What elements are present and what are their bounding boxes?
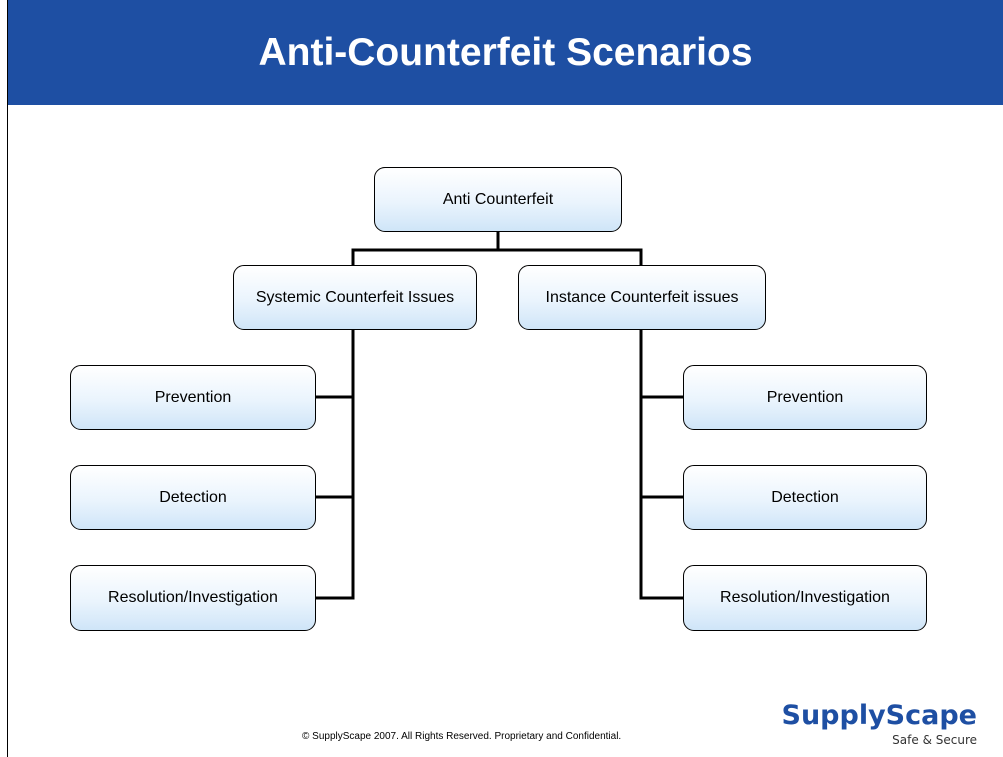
- node-instance-counterfeit-issues: Instance Counterfeit issues: [518, 265, 766, 330]
- node-label: Resolution/Investigation: [108, 589, 278, 606]
- node-label: Resolution/Investigation: [720, 589, 890, 606]
- supplyscape-logo: SupplyScape Safe & Secure: [782, 700, 990, 752]
- node-label: Detection: [159, 488, 227, 506]
- node-instance-resolution-investigation: Resolution/Investigation: [683, 565, 927, 631]
- node-systemic-counterfeit-issues: Systemic Counterfeit Issues: [233, 265, 477, 330]
- node-label: Detection: [771, 488, 839, 506]
- title-banner: Anti-Counterfeit Scenarios: [8, 0, 1003, 105]
- slide-title: Anti-Counterfeit Scenarios: [258, 30, 753, 74]
- node-label: Prevention: [154, 388, 232, 406]
- node-systemic-prevention: Prevention: [70, 365, 316, 430]
- copyright-notice: © SupplyScape 2007. All Rights Reserved.…: [302, 731, 622, 742]
- node-label: Prevention: [766, 388, 844, 406]
- node-label: Anti Counterfeit: [442, 190, 554, 208]
- node-systemic-detection: Detection: [70, 465, 316, 530]
- node-systemic-resolution-investigation: Resolution/Investigation: [70, 565, 316, 631]
- slide-left-border: [7, 0, 8, 757]
- node-label: Systemic Counterfeit Issues: [255, 288, 455, 306]
- node-instance-prevention: Prevention: [683, 365, 927, 430]
- node-anti-counterfeit: Anti Counterfeit: [374, 167, 622, 232]
- logo-wordmark: SupplyScape: [781, 700, 978, 731]
- node-instance-detection: Detection: [683, 465, 927, 530]
- logo-tagline: Safe & Secure: [892, 733, 977, 747]
- node-label: Instance Counterfeit issues: [545, 288, 739, 306]
